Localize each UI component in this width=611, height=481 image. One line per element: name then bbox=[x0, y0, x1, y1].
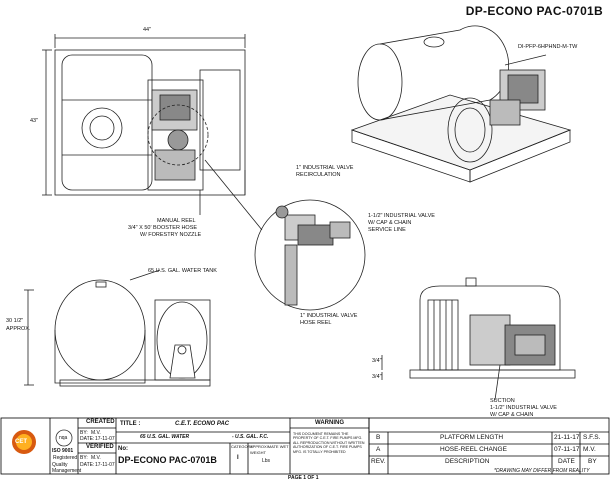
drawing-number-header: DP-ECONO PAC-0701B bbox=[465, 4, 603, 18]
front-view bbox=[24, 269, 211, 387]
subtitle-left: 65 U.S. GAL. WATER bbox=[140, 434, 190, 440]
rev-header-by: BY bbox=[588, 458, 597, 465]
hose-reel-callout-2: HOSE REEL bbox=[300, 320, 332, 326]
iso-view bbox=[350, 25, 572, 183]
width-dimension: 44" bbox=[143, 27, 152, 33]
top-view bbox=[42, 34, 246, 215]
service-callout-1: 1-1/2" INDUSTRIAL VALVE bbox=[368, 213, 435, 219]
rev-row-a-by: M.V. bbox=[583, 446, 596, 453]
service-callout-3: SERVICE LINE bbox=[368, 227, 406, 233]
category-value: I bbox=[237, 455, 239, 461]
iso-seal bbox=[55, 429, 73, 447]
cet-logo bbox=[12, 430, 36, 454]
frac-b-dimension: 3/4" bbox=[372, 374, 382, 380]
verified-by: M.V. bbox=[91, 455, 101, 461]
recirc-callout-1: 1" INDUSTRIAL VALVE bbox=[296, 165, 354, 171]
title-block-frame bbox=[0, 417, 610, 475]
created-date-label: DATE: bbox=[80, 436, 95, 442]
suction-callout-2: 1-1/2" INDUSTRIAL VALVE bbox=[490, 405, 557, 411]
page-indicator: PAGE 1 OF 1 bbox=[288, 475, 319, 481]
hose-reel-callout-1: 1" INDUSTRIAL VALVE bbox=[300, 313, 358, 319]
created-label: CREATED bbox=[86, 419, 115, 425]
pump-callout: DI-PFP-6hpHND-M-TW bbox=[518, 44, 578, 50]
warning-label: WARNING bbox=[315, 420, 344, 426]
weight-unit: Lbs bbox=[262, 458, 271, 464]
nqa-label: nqa bbox=[59, 435, 68, 441]
iso-sub-label: Registered bbox=[53, 455, 78, 461]
created-date: 17-11-07 bbox=[95, 436, 115, 442]
title-label: TITLE : bbox=[120, 421, 141, 427]
category-label: CATEGORY bbox=[231, 444, 254, 449]
service-callout-2: W/ CAP & CHAIN bbox=[368, 220, 412, 226]
quality-label: Quality Management bbox=[52, 462, 82, 474]
suction-callout-3: W/ CAP & CHAIN bbox=[490, 412, 534, 418]
forestry-nozzle-callout: W/ FORESTRY NOZZLE bbox=[140, 232, 202, 238]
iso-label: ISO 9001 bbox=[52, 448, 74, 454]
rev-header-desc: DESCRIPTION bbox=[445, 458, 490, 465]
suction-callout-1: SUCTION bbox=[490, 398, 515, 404]
title-value: C.E.T. ECONO PAC bbox=[175, 421, 230, 427]
rev-row-b-desc: PLATFORM LENGTH bbox=[440, 434, 504, 441]
recirc-callout-2: RECIRCULATION bbox=[296, 172, 341, 178]
verified-by-label: BY: bbox=[80, 455, 88, 461]
rev-row-a-date: 07-11-17 bbox=[554, 446, 580, 453]
valve-detail bbox=[147, 104, 366, 311]
drawing-number: DP-ECONO PAC-0701B bbox=[118, 455, 217, 465]
frac-a-dimension: 3/4" bbox=[372, 358, 382, 364]
water-tank-callout: 65 U.S. GAL. WATER TANK bbox=[148, 268, 217, 274]
created-by: M.V. bbox=[91, 430, 101, 436]
subtitle-right: - U.S. GAL. F.C. bbox=[232, 434, 269, 440]
verified-date-label: DATE: bbox=[80, 462, 95, 468]
rev-row-a-desc: HOSE-REEL CHANGE bbox=[440, 446, 507, 453]
cet-logo-text: CET bbox=[15, 439, 27, 445]
rev-row-a-rev: A bbox=[376, 446, 381, 453]
booster-hose-callout: 3/4" x 50' BOOSTER HOSE bbox=[128, 225, 198, 231]
height-dimension: 43" bbox=[30, 118, 39, 124]
rev-row-b-by: S.F.S. bbox=[583, 434, 601, 441]
side-height-dimension: 30 1/2" bbox=[6, 318, 24, 324]
no-label: No: bbox=[118, 446, 128, 452]
created-by-label: BY: bbox=[80, 430, 88, 436]
warning-text: THIS DOCUMENT REMAINS THE PROPERTY OF C.… bbox=[293, 432, 365, 454]
rev-header-date: DATE bbox=[558, 458, 575, 465]
rev-row-b-rev: B bbox=[376, 434, 381, 441]
disclaimer: *DRAWING MAY DIFFER FROM REALITY bbox=[494, 468, 590, 474]
side-view bbox=[381, 277, 576, 401]
rev-header-rev: REV. bbox=[371, 458, 386, 465]
weight-label: APPROXIMATE WET WEIGHT bbox=[250, 444, 289, 455]
rev-row-b-date: 21-11-17 bbox=[554, 434, 580, 441]
verified-date: 17-11-07 bbox=[95, 462, 115, 468]
side-approx-label: APPROX. bbox=[6, 326, 31, 332]
manual-reel-callout: MANUAL REEL bbox=[157, 218, 196, 224]
verified-label: VERIFIED bbox=[86, 444, 114, 450]
